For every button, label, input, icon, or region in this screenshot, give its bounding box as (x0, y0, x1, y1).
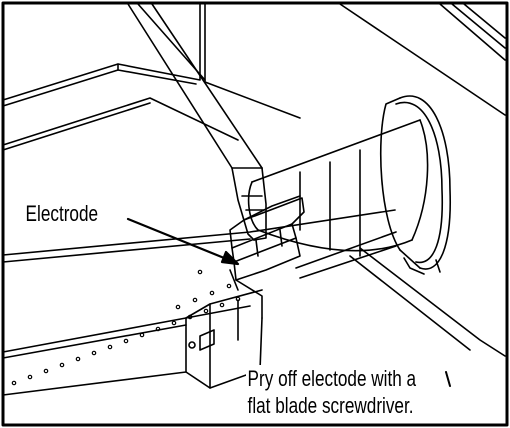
screwdriver (127, 3, 267, 241)
background-planes (2, 3, 506, 151)
instruction-leader (445, 371, 451, 387)
electrode-clip (229, 195, 305, 319)
perforation-dots (11, 269, 241, 386)
instruction-line-2: flat blade screwdriver. (247, 393, 414, 418)
electrode-label: Electrode (24, 200, 100, 227)
cylinder-housing (247, 95, 452, 279)
instruction-callout: Pry off electode with a flat blade screw… (246, 365, 418, 419)
lower-bracket (185, 289, 263, 389)
instruction-line-1: Pry off electode with a (247, 366, 417, 391)
electrode-leader (126, 217, 240, 266)
